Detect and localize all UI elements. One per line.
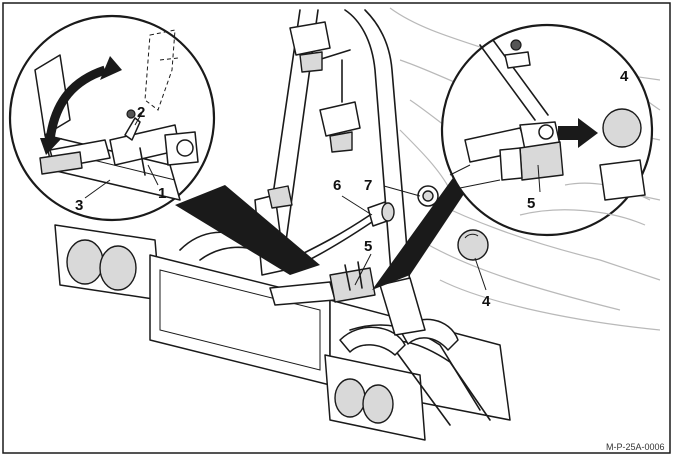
tow-ball [457,229,489,261]
callout-5-main: 5 [364,238,372,255]
detail-view-left [8,14,320,275]
leader-4-main [474,257,487,291]
double-curved-arrow-icon [45,65,107,141]
leader-5-main [354,253,372,286]
callout-3: 3 [75,197,83,214]
callout-6: 6 [333,177,341,194]
detail-pointer-left [175,185,320,275]
detail-pointer-right [372,170,480,290]
right-arrow-icon [558,126,580,140]
callout-1: 1 [158,185,166,202]
leader-6 [341,195,373,216]
power-cable-plug [299,201,395,263]
detail-view-right [372,23,654,290]
callout-5-detail: 5 [527,195,535,212]
carrier-platform [54,185,511,441]
vehicle-socket [417,185,439,207]
callout-4-detail: 4 [620,68,629,85]
figure-reference-code: M-P-25A-0006 [606,442,665,452]
callout-7: 7 [364,177,372,194]
leader-7 [383,185,421,197]
callout-2: 2 [137,104,145,121]
callout-4-main: 4 [482,293,491,310]
